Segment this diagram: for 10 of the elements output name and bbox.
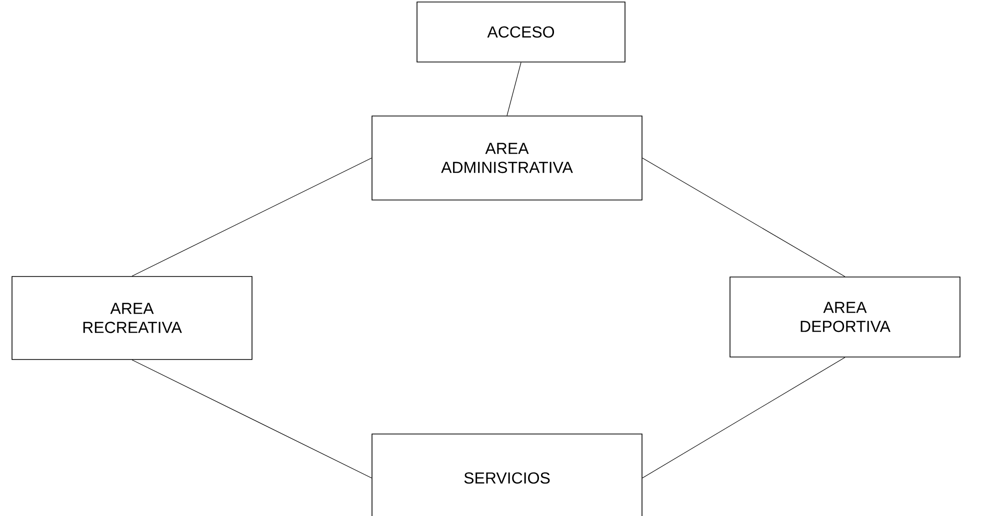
connector-line bbox=[642, 158, 846, 277]
connector-line bbox=[132, 158, 372, 276]
connector-line bbox=[132, 360, 372, 478]
area-box: ACCESO bbox=[416, 2, 626, 62]
area-box: AREA ADMINISTRATIVA bbox=[372, 116, 642, 200]
connector-line bbox=[506, 62, 522, 116]
area-box: SERVICIOS bbox=[372, 434, 642, 516]
connector-line bbox=[642, 357, 846, 478]
area-box: AREA RECREATIVA bbox=[12, 276, 252, 360]
area-box: AREA DEPORTIVA bbox=[730, 276, 960, 358]
